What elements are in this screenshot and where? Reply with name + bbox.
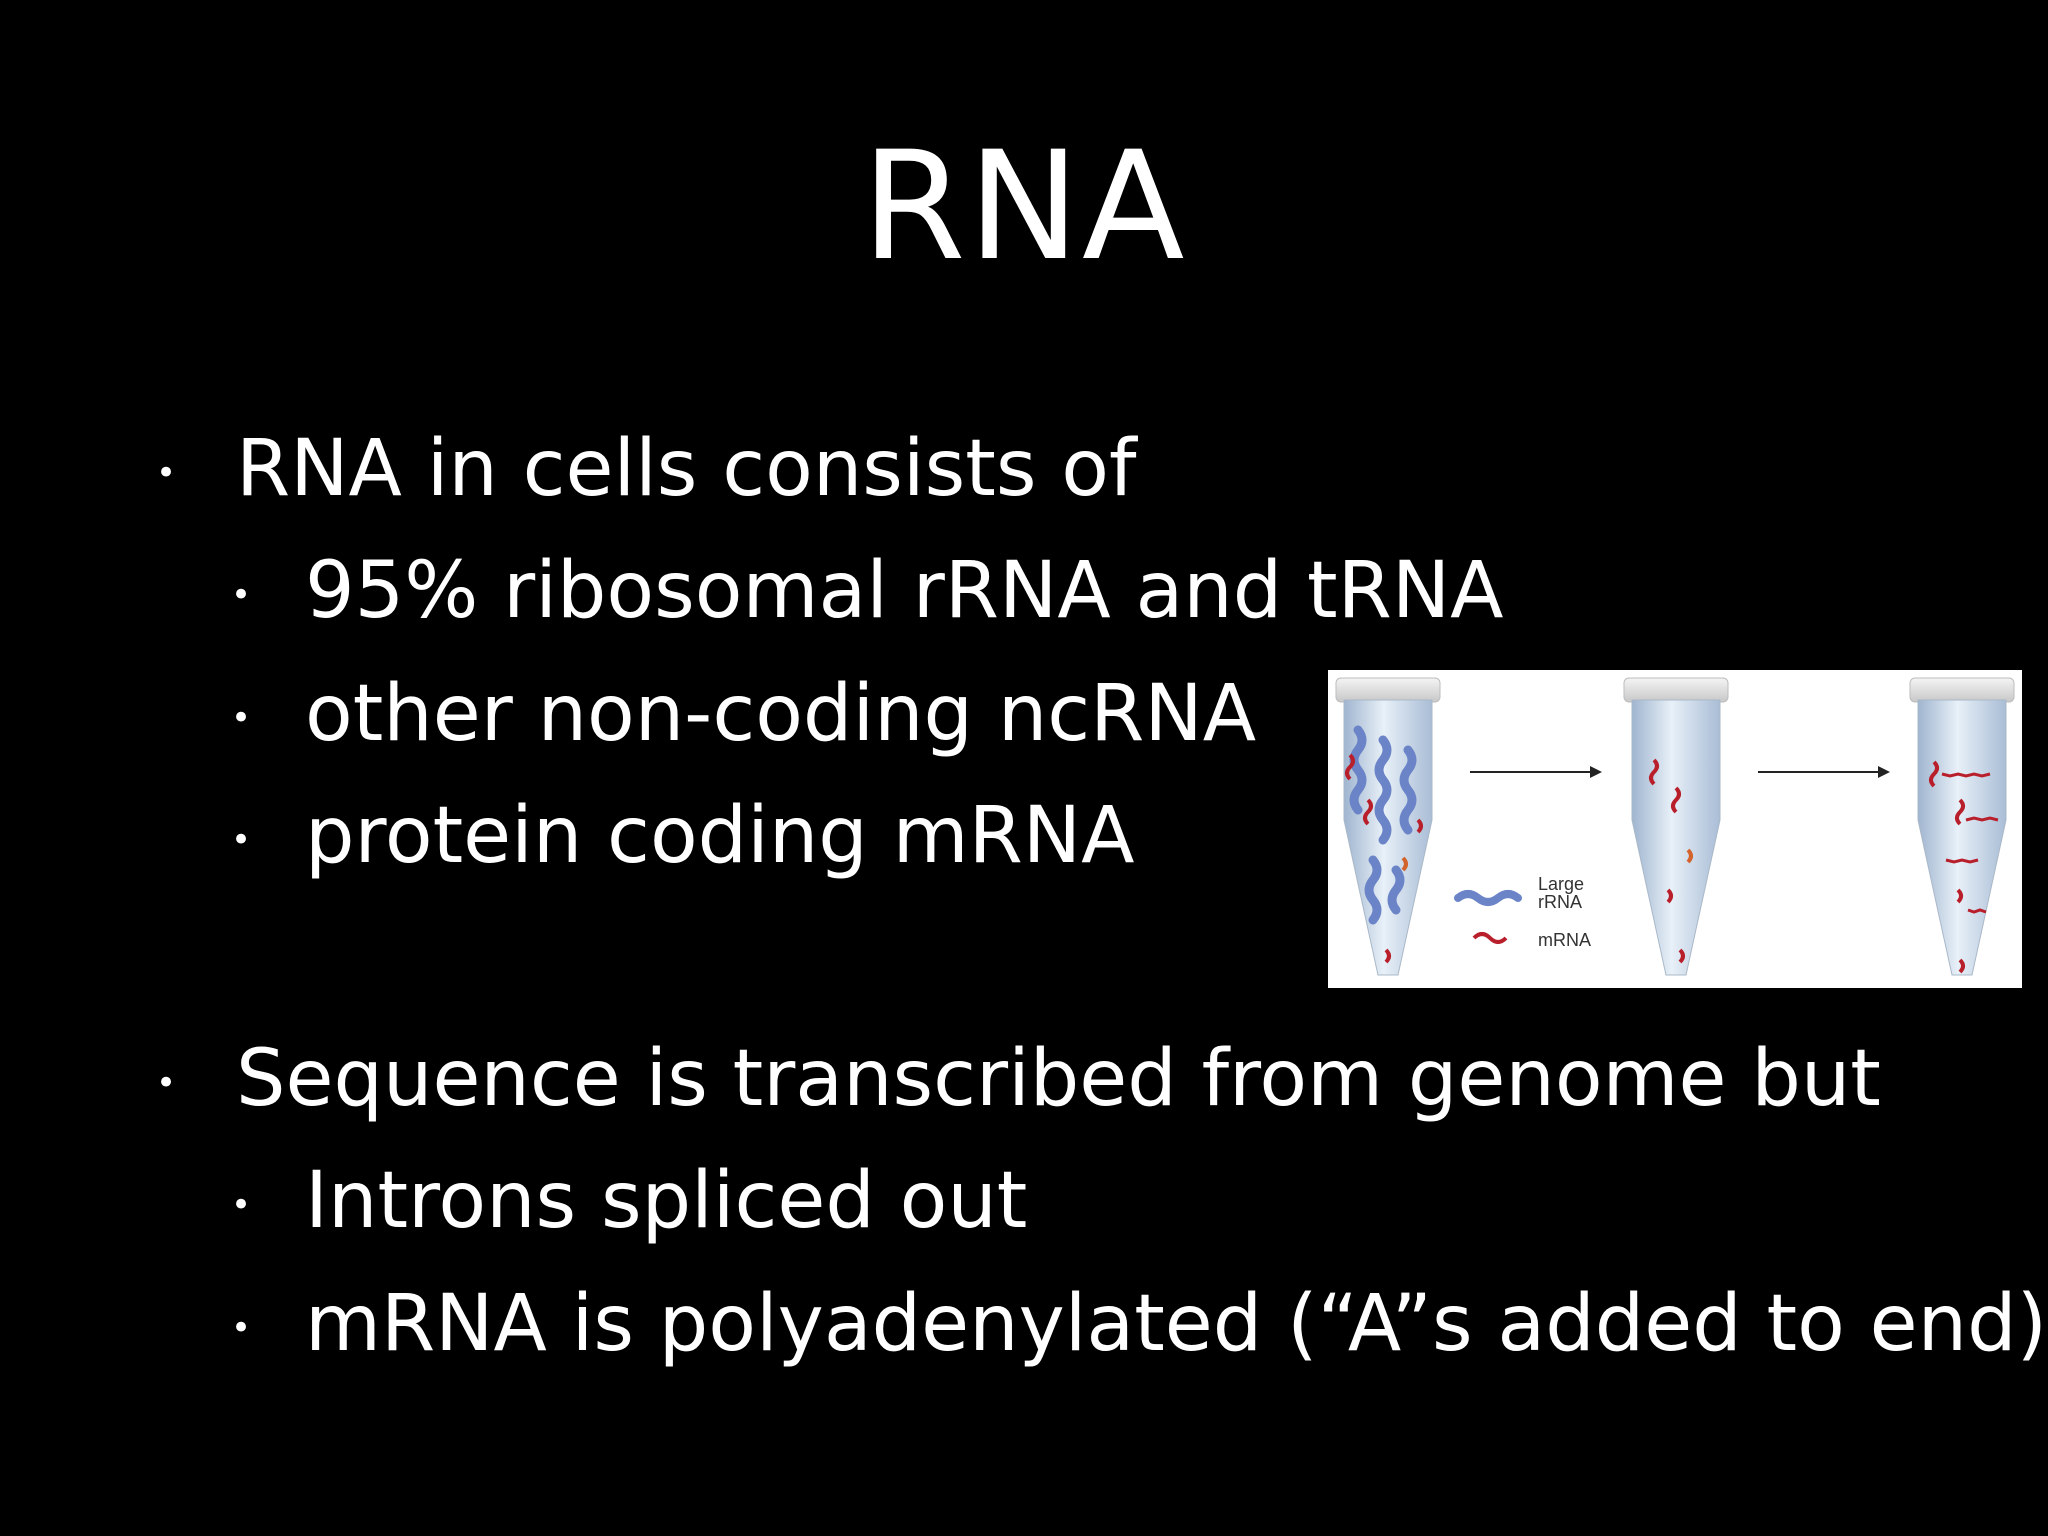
- rna-extraction-figure: Large rRNA mRNA: [1328, 670, 2022, 988]
- bullet-dot: •: [231, 575, 252, 615]
- bullet-1-sub-1: • 95% ribosomal rRNA and tRNA: [231, 552, 1504, 630]
- arrow-1: [1470, 766, 1602, 778]
- tube-2: [1623, 677, 1729, 976]
- tube-3: [1909, 677, 2015, 976]
- bullet-dot: •: [231, 820, 252, 860]
- bullet-1-sub-3: • protein coding mRNA: [231, 797, 1134, 875]
- bullet-2-sub-2: • mRNA is polyadenylated (“A”s added to …: [231, 1285, 2047, 1363]
- bullet-1-sub-1-text: 95% ribosomal rRNA and tRNA: [305, 546, 1504, 636]
- bullet-2-sub-1: • Introns spliced out: [231, 1162, 1027, 1240]
- bullet-dot: •: [231, 1308, 252, 1348]
- bullet-2-sub-1-text: Introns spliced out: [305, 1156, 1028, 1246]
- legend-rrna-label-2: rRNA: [1538, 892, 1582, 912]
- bullet-dot: •: [231, 1185, 252, 1225]
- bullet-1-sub-2: • other non-coding ncRNA: [231, 675, 1256, 753]
- legend-rrna-label-1: Large: [1538, 874, 1584, 894]
- slide-title: RNA: [861, 120, 1187, 294]
- bullet-dot: •: [156, 453, 177, 493]
- bullet-1-text: RNA in cells consists of: [236, 424, 1137, 514]
- bullet-1-sub-2-text: other non-coding ncRNA: [305, 669, 1257, 759]
- rna-tubes-illustration: Large rRNA mRNA: [1335, 677, 2015, 976]
- arrow-2: [1758, 766, 1890, 778]
- bullet-1-sub-3-text: protein coding mRNA: [305, 791, 1135, 881]
- bullet-dot: •: [156, 1063, 177, 1103]
- figure-legend: Large rRNA mRNA: [1454, 874, 1591, 950]
- legend-mrna-label: mRNA: [1538, 930, 1591, 950]
- bullet-dot: •: [231, 698, 252, 738]
- bullet-1: • RNA in cells consists of: [156, 430, 1136, 508]
- bullet-2-sub-2-text: mRNA is polyadenylated (“A”s added to en…: [305, 1279, 2048, 1369]
- bullet-2: • Sequence is transcribed from genome bu…: [156, 1040, 1881, 1118]
- tube-1: [1335, 677, 1441, 976]
- bullet-2-text: Sequence is transcribed from genome but: [236, 1034, 1881, 1124]
